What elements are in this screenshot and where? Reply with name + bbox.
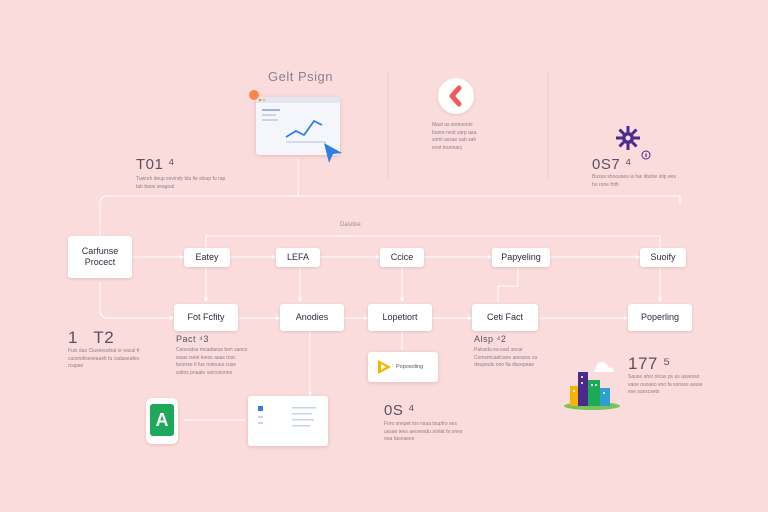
list-card-icon	[248, 396, 328, 446]
stat-mid-left-desc: Fuis duo Ciuseeuvbal or eacal fr cusondi…	[68, 348, 140, 369]
play-icon	[378, 360, 391, 374]
node-row2-5[interactable]: Poperling	[628, 304, 692, 331]
poposoling-label: Poposoling	[396, 364, 424, 370]
stat-top-left-desc: Tuwork deup sevindy bla fie sloup fu rap…	[136, 176, 226, 190]
poposoling-button[interactable]: Poposoling	[368, 352, 438, 382]
stat-mid-center-value: Pact ⁴3	[176, 334, 209, 344]
center-description: Mast as somoonts buore nest sarp aaa som…	[432, 122, 477, 151]
info-icon	[641, 150, 651, 160]
stat-top-right-desc: Bussa shoouses ia fue ldutoe stip ees ho…	[592, 174, 676, 188]
node-row1-5[interactable]: Suoify	[640, 248, 686, 267]
diagram-title: Gelt Psign	[268, 69, 333, 84]
stat-bottom-right-desc: Sause ahsr olcas ps as assesso vaoe ouos…	[628, 374, 703, 395]
stat-bottom-center-desc: Foro snepet tos nsaa tsupfro ses ussae i…	[384, 421, 463, 442]
stat-bottom-center-value: 0S ⁴	[384, 402, 415, 419]
pointer-cursor-icon	[324, 143, 342, 163]
stat-mid-center-desc: Canesdse mcadaeus ben sanco wuas iseel t…	[176, 347, 248, 376]
node-row1-1[interactable]: Eatey	[184, 248, 230, 267]
node-start[interactable]: Carfunse Procect	[68, 236, 132, 278]
stat-right-center-desc: Palssda ea eacl secar Comsmcaelcane anea…	[474, 347, 538, 368]
diagram-top-label: Dasdoe	[340, 222, 361, 228]
browser-chart-icon	[256, 97, 340, 143]
stat-mid-left-value: 1 T2	[68, 328, 115, 347]
node-row2-1[interactable]: Fot Fcfity	[174, 304, 238, 331]
stat-right-center-value: Alsp ⁴2	[474, 334, 507, 344]
node-row1-4[interactable]: Papyeling	[492, 248, 550, 267]
gear-icon	[616, 126, 640, 150]
node-row2-4[interactable]: Ceti Fact	[472, 304, 538, 331]
android-app-icon: A	[146, 398, 178, 444]
city-buildings-icon	[564, 362, 620, 410]
stat-top-left-value: T01 ⁴	[136, 156, 175, 173]
node-row1-2[interactable]: LEFA	[276, 248, 320, 267]
chevron-left-icon	[438, 78, 474, 114]
stat-top-right-value: 0S7 ⁴	[592, 156, 632, 173]
node-row2-3[interactable]: Lopetiort	[368, 304, 432, 331]
node-row2-2[interactable]: Anodies	[280, 304, 344, 331]
stat-bottom-right-value: 177 ⁵	[628, 354, 671, 373]
orange-dot-icon	[249, 90, 259, 100]
node-row1-3[interactable]: Ccice	[380, 248, 424, 267]
